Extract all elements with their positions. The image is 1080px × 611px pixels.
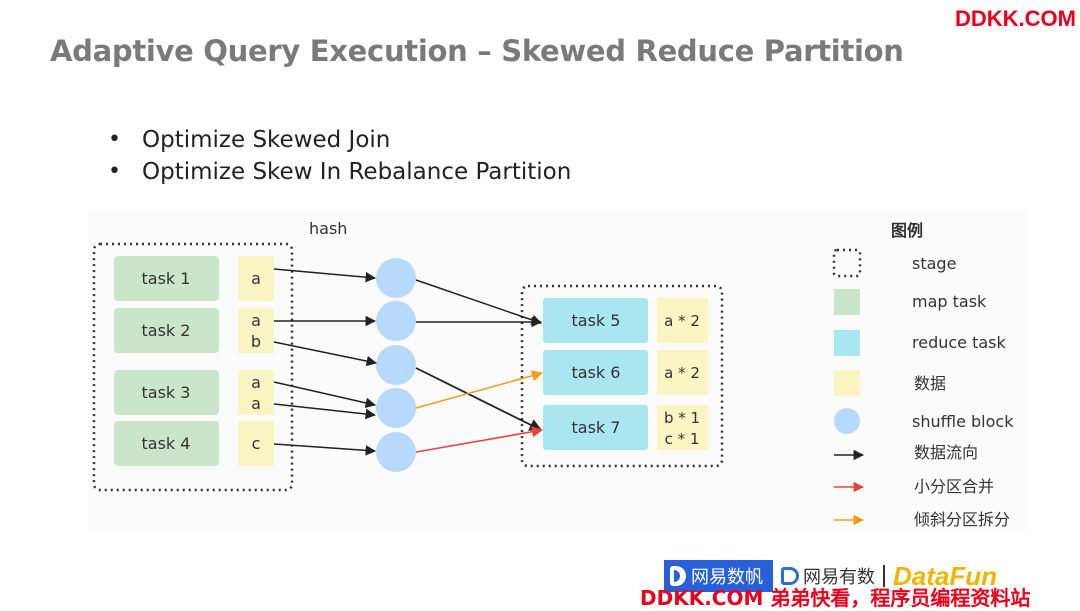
logo-text: 网易有数 [803,567,875,588]
reduce-task-icon [834,330,860,356]
shuffle-block [376,432,416,472]
data-value: c [252,434,261,453]
map-task-1: task 1 [114,256,219,301]
data-value: a [251,373,261,392]
legend-label: 倾斜分区拆分 [914,510,1010,529]
data-value: a [251,269,261,288]
map-task-label: task 4 [142,434,191,453]
flow-arrow [415,279,542,325]
map-task-label: task 3 [142,383,191,402]
legend-label: 数据 [914,374,946,393]
map-task-label: task 2 [142,321,191,340]
bullet-list: Optimize Skewed Join Optimize Skew In Re… [108,124,571,188]
flow-arrow [273,381,377,409]
shuffle-block-icon [834,408,860,434]
datafun-logo: DataFun [893,560,997,591]
footer-logos: 网易数帆 网易有数 DataFun [664,560,997,592]
reduce-task-7: task 7 [543,405,648,450]
flow-arrow [415,367,543,431]
flow-arrow [273,268,377,283]
shuffle-block [376,388,416,428]
logo-text: 网易数帆 [691,567,763,588]
netease-shufan-mark-icon [670,566,686,586]
youdata-mark-icon [781,567,799,585]
map-task-2: task 2 [114,308,219,353]
map-task-data-3: a a [238,370,274,415]
shuffle-block [376,258,416,298]
bullet-item: Optimize Skew In Rebalance Partition [108,156,571,188]
map-task-data-2: a b [238,308,274,353]
reduce-task-6: task 6 [543,350,648,395]
legend: 图例 stage map task reduce task 数据 shuffle… [832,221,1014,529]
legend-label: stage [912,254,956,273]
map-task-icon [834,289,860,315]
reduce-task-5: task 5 [543,298,648,343]
reduce-task-data-5: a * 2 [657,298,708,343]
shuffle-block [376,301,416,341]
watermark-top: DDKK.COM [955,6,1076,31]
flow-arrow [273,341,378,367]
hash-label: hash [309,219,347,238]
reduce-task-label: task 7 [572,418,621,437]
map-task-data-4: c [238,421,274,466]
split-arrow [415,370,544,409]
reduce-task-data-6: a * 2 [657,350,708,395]
data-value: a [251,394,261,413]
data-value: b * 1 [664,409,700,427]
flow-arrow [273,443,377,456]
reduce-task-label: task 6 [572,363,621,382]
legend-label: shuffle block [912,412,1014,431]
map-task-4: task 4 [114,421,219,466]
netease-youdata-logo: 网易有数 [781,563,875,589]
data-value: a * 2 [664,364,700,382]
reduce-task-data-7: b * 1 c * 1 [657,405,708,450]
flow-arrow [273,403,377,420]
map-task-3: task 3 [114,370,219,415]
watermark-bottom: DDKK.COM 弟弟快看，程序员编程资料站 [640,586,1031,610]
bullet-item: Optimize Skewed Join [108,124,571,156]
logo-separator [883,565,885,587]
slide-title: Adaptive Query Execution – Skewed Reduce… [50,34,904,68]
legend-label: map task [912,292,987,311]
stage-icon [832,248,862,278]
reduce-stage-box [520,284,724,468]
data-value: c * 1 [665,430,700,448]
map-stage-box [92,242,294,492]
legend-label: reduce task [912,333,1007,352]
data-value: b [251,332,261,351]
shuffle-diagram: hash task 1 a task 2 a b task 3 a a [92,219,1014,529]
legend-label: 数据流向 [914,443,978,462]
reduce-task-label: task 5 [572,311,621,330]
netease-shufan-logo: 网易数帆 [664,560,773,592]
data-value: a * 2 [664,312,700,330]
map-task-data-1: a [238,256,274,301]
legend-title: 图例 [891,221,923,240]
data-value: a [251,311,261,330]
map-task-label: task 1 [142,269,191,288]
shuffle-block [376,345,416,385]
diagram-panel: hash task 1 a task 2 a b task 3 a a [88,210,1028,532]
legend-label: 小分区合并 [914,477,994,496]
merge-arrow [415,426,544,453]
data-icon [834,370,860,396]
